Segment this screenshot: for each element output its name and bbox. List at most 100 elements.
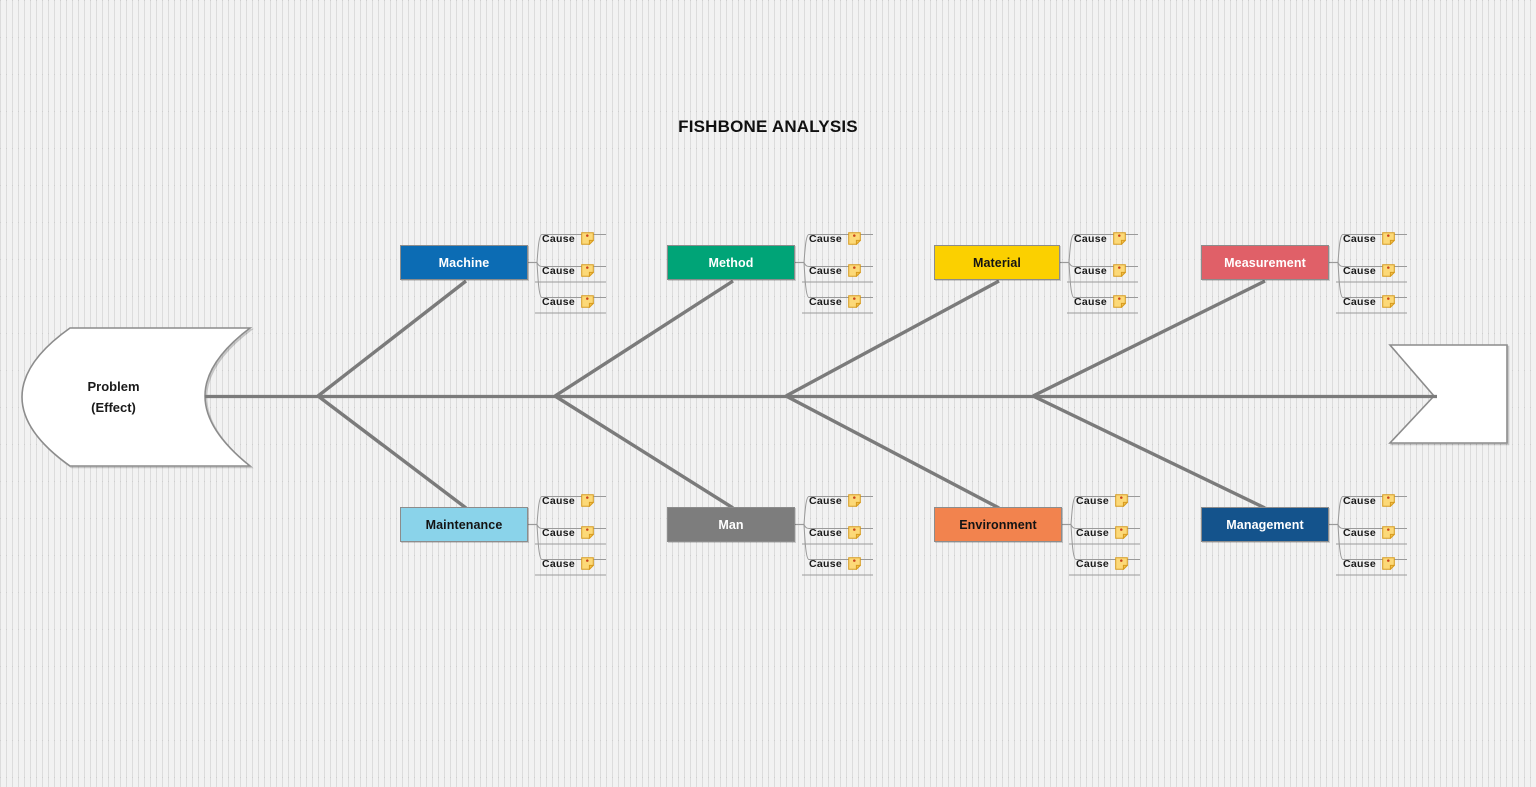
cause-label: Cause: [542, 494, 576, 507]
bone-measurement: [1032, 279, 1266, 398]
sticky-note-icon[interactable]: [848, 526, 862, 539]
cause-item[interactable]: Cause: [809, 294, 862, 310]
category-box-man[interactable]: Man: [667, 507, 795, 542]
cause-item[interactable]: Cause: [1343, 556, 1396, 572]
sticky-note-icon[interactable]: [848, 295, 862, 308]
cause-label: Cause: [1343, 264, 1377, 277]
sticky-note-icon[interactable]: [1113, 295, 1127, 308]
cause-item[interactable]: Cause: [542, 493, 595, 509]
cause-label: Cause: [1343, 494, 1377, 507]
sticky-note-icon[interactable]: [1115, 526, 1129, 539]
category-box-machine[interactable]: Machine: [400, 245, 528, 280]
cause-label: Cause: [1074, 232, 1108, 245]
category-label: Machine: [438, 255, 490, 270]
bone-management: [1032, 394, 1266, 510]
cause-label: Cause: [1343, 557, 1377, 570]
sticky-note-icon[interactable]: [581, 526, 595, 539]
cause-item[interactable]: Cause: [809, 525, 862, 541]
cause-item[interactable]: Cause: [809, 263, 862, 279]
bone-machine: [316, 279, 468, 398]
cause-item[interactable]: Cause: [542, 263, 595, 279]
cause-item[interactable]: Cause: [1076, 493, 1129, 509]
sticky-note-icon[interactable]: [848, 494, 862, 507]
cause-label: Cause: [1074, 295, 1108, 308]
cause-connector: [1337, 496, 1407, 525]
category-label: Maintenance: [425, 517, 503, 532]
cause-item[interactable]: Cause: [1343, 263, 1396, 279]
sticky-note-icon[interactable]: [1382, 557, 1396, 570]
cause-label: Cause: [809, 526, 843, 539]
fish-head-shape[interactable]: [1388, 344, 1508, 444]
cause-label: Cause: [809, 557, 843, 570]
sticky-note-icon[interactable]: [848, 232, 862, 245]
sticky-note-icon[interactable]: [1113, 264, 1127, 277]
cause-item[interactable]: Cause: [1076, 525, 1129, 541]
cause-item[interactable]: Cause: [1074, 294, 1127, 310]
cause-item[interactable]: Cause: [1074, 263, 1127, 279]
cause-label: Cause: [1076, 494, 1110, 507]
sticky-note-icon[interactable]: [1382, 264, 1396, 277]
cause-label: Cause: [542, 232, 576, 245]
cause-label: Cause: [1074, 264, 1108, 277]
cause-connector: [803, 524, 873, 560]
sticky-note-icon[interactable]: [1382, 295, 1396, 308]
cause-item[interactable]: Cause: [809, 556, 862, 572]
cause-label: Cause: [1343, 526, 1377, 539]
category-label: Measurement: [1224, 255, 1306, 270]
sticky-note-icon[interactable]: [848, 557, 862, 570]
sticky-note-icon[interactable]: [848, 264, 862, 277]
sticky-note-icon[interactable]: [1115, 494, 1129, 507]
sticky-note-icon[interactable]: [581, 557, 595, 570]
category-box-environment[interactable]: Environment: [934, 507, 1062, 542]
cause-connector: [803, 262, 873, 298]
sticky-note-icon[interactable]: [1113, 232, 1127, 245]
sticky-note-icon[interactable]: [581, 494, 595, 507]
cause-item[interactable]: Cause: [1343, 294, 1396, 310]
cause-connector: [1068, 262, 1138, 298]
category-box-material[interactable]: Material: [934, 245, 1060, 280]
cause-item[interactable]: Cause: [1343, 493, 1396, 509]
cause-connector: [1070, 496, 1140, 525]
sticky-note-icon[interactable]: [1382, 494, 1396, 507]
sticky-note-icon[interactable]: [581, 295, 595, 308]
cause-item[interactable]: Cause: [542, 231, 595, 247]
category-box-measurement[interactable]: Measurement: [1201, 245, 1329, 280]
cause-item[interactable]: Cause: [809, 493, 862, 509]
problem-effect-label: Problem (Effect): [87, 379, 140, 415]
cause-label: Cause: [1343, 232, 1377, 245]
cause-item[interactable]: Cause: [542, 525, 595, 541]
bone-man: [554, 394, 734, 510]
page-title: FISHBONE ANALYSIS: [678, 117, 858, 136]
cause-item[interactable]: Cause: [1076, 556, 1129, 572]
cause-item[interactable]: Cause: [1343, 525, 1396, 541]
cause-connector: [536, 524, 606, 560]
cause-connector: [536, 234, 606, 263]
cause-item[interactable]: Cause: [542, 294, 595, 310]
bone-maintenance: [316, 394, 468, 510]
cause-connector: [536, 496, 606, 525]
cause-label: Cause: [809, 494, 843, 507]
cause-label: Cause: [809, 232, 843, 245]
sticky-note-icon[interactable]: [1115, 557, 1129, 570]
cause-item[interactable]: Cause: [1074, 231, 1127, 247]
cause-item[interactable]: Cause: [542, 556, 595, 572]
cause-label: Cause: [1076, 557, 1110, 570]
cause-label: Cause: [542, 526, 576, 539]
sticky-note-icon[interactable]: [1382, 232, 1396, 245]
sticky-note-icon[interactable]: [581, 232, 595, 245]
category-box-management[interactable]: Management: [1201, 507, 1329, 542]
cause-connector: [803, 496, 873, 525]
cause-label: Cause: [1343, 295, 1377, 308]
cause-item[interactable]: Cause: [809, 231, 862, 247]
category-box-maintenance[interactable]: Maintenance: [400, 507, 528, 542]
category-box-method[interactable]: Method: [667, 245, 795, 280]
category-label: Management: [1226, 517, 1304, 532]
cause-connector: [1070, 524, 1140, 560]
sticky-note-icon[interactable]: [1382, 526, 1396, 539]
cause-item[interactable]: Cause: [1343, 231, 1396, 247]
sticky-note-icon[interactable]: [581, 264, 595, 277]
problem-effect-shape[interactable]: [21, 327, 253, 467]
